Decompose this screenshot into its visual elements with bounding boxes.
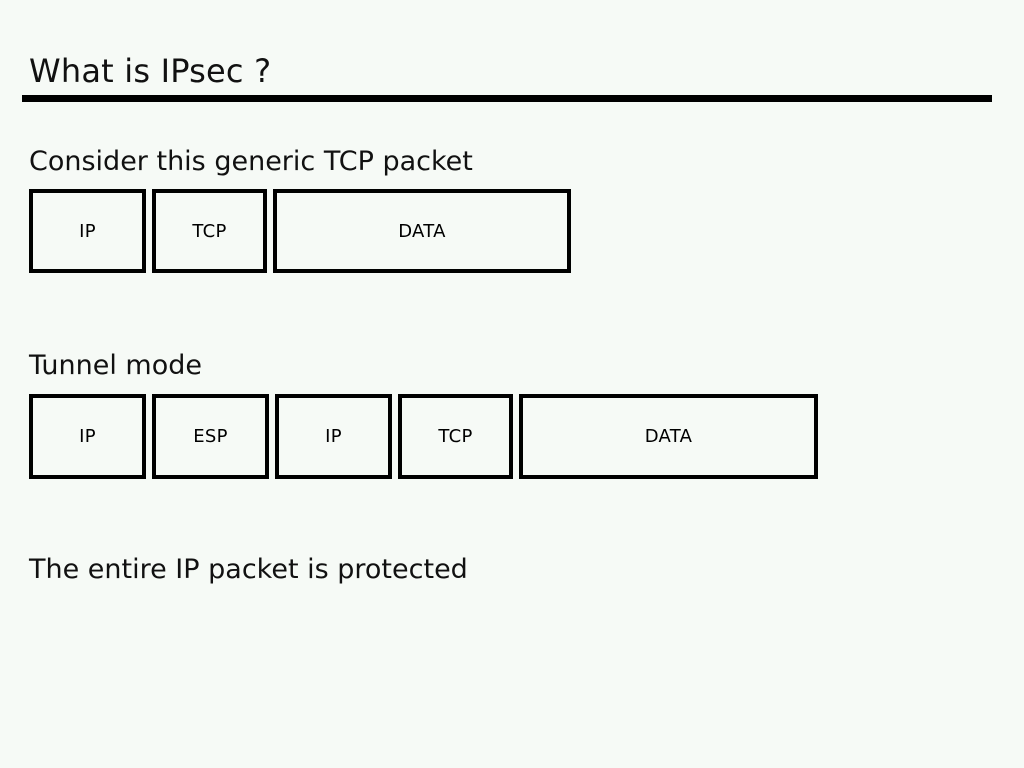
- packet-field-outer-ip: IP: [29, 394, 146, 479]
- packet-field-esp: ESP: [152, 394, 269, 479]
- caption-tunnel-mode: Tunnel mode: [29, 350, 202, 381]
- packet-field-data: DATA: [273, 189, 571, 273]
- packet-field-ip: IP: [29, 189, 146, 273]
- packet-field-tcp: TCP: [152, 189, 267, 273]
- caption-generic-tcp-packet: Consider this generic TCP packet: [29, 146, 473, 177]
- diagram-generic-tcp-packet: IP TCP DATA: [29, 189, 571, 273]
- packet-field-inner-ip: IP: [275, 394, 392, 479]
- page-title: What is IPsec ?: [29, 52, 272, 90]
- diagram-tunnel-mode-packet: IP ESP IP TCP DATA: [29, 394, 818, 479]
- packet-field-data: DATA: [519, 394, 818, 479]
- title-underline-rule: [22, 95, 992, 102]
- footnote-text: The entire IP packet is protected: [29, 554, 468, 585]
- packet-field-tcp: TCP: [398, 394, 513, 479]
